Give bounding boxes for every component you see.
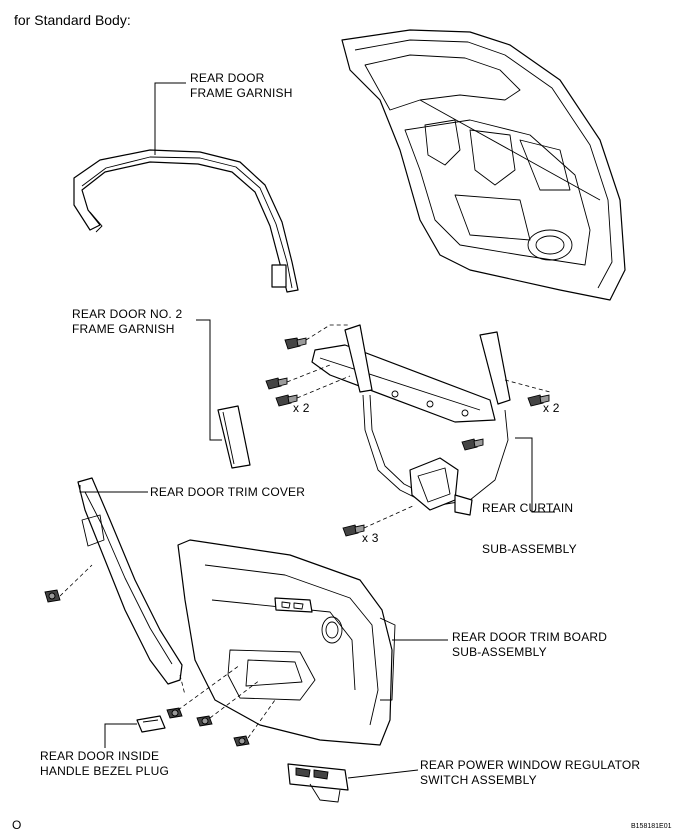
trim-cover-leader [79, 485, 148, 493]
curtain-bolt-center [461, 438, 484, 451]
bezel-plug-label-2: HANDLE BEZEL PLUG [40, 764, 169, 778]
bezel-plug-drawing [136, 715, 166, 733]
curtain-bolt-upper-left [284, 337, 307, 350]
align-line-2 [286, 364, 331, 383]
page-mark: O [12, 818, 22, 832]
frame-garnish-leader [154, 82, 186, 155]
no2-frame-garnish-drawing [217, 405, 251, 469]
trim-board-align-1 [177, 664, 241, 711]
curtain-label-1: REAR CURTAIN [482, 501, 573, 515]
curtain-bolt-mid-left [265, 377, 288, 390]
trim-board-align-3 [247, 699, 276, 739]
bezel-plug-leader [104, 723, 137, 748]
frame-garnish-label-1: REAR DOOR [190, 71, 265, 85]
window-switch-label-1: REAR POWER WINDOW REGULATOR [420, 758, 640, 772]
curtain-bolt-lower-left [275, 394, 298, 407]
align-line-1 [305, 324, 350, 341]
trim-cover-drawing [77, 477, 183, 685]
rear-door-panel-drawing [341, 29, 626, 301]
trim-board-label-1: REAR DOOR TRIM BOARD [452, 630, 607, 644]
align-line-4 [504, 379, 551, 393]
curtain-label-2: SUB-ASSEMBLY [482, 542, 577, 556]
frame-garnish-label-2: FRAME GARNISH [190, 86, 293, 100]
align-line-5 [363, 504, 416, 529]
frame-garnish-drawing [73, 149, 299, 293]
trim-board-clip-2 [196, 715, 213, 727]
qty-right-bolts: x 2 [543, 401, 560, 415]
no2-frame-garnish-leader [196, 319, 222, 441]
window-switch-drawing [287, 763, 349, 803]
window-switch-leader [347, 769, 419, 779]
figure-code: B158181E01 [631, 823, 672, 830]
trim-cover-label: REAR DOOR TRIM COVER [150, 485, 305, 499]
align-line-3 [296, 375, 351, 399]
trim-cover-clip [44, 589, 61, 603]
trim-board-clip-1 [166, 707, 183, 719]
trim-cover-align-2 [179, 674, 186, 696]
window-switch-label-2: SWITCH ASSEMBLY [420, 773, 537, 787]
qty-left-bolts: x 2 [293, 401, 310, 415]
trim-board-label-2: SUB-ASSEMBLY [452, 645, 547, 659]
bezel-plug-label-1: REAR DOOR INSIDE [40, 749, 159, 763]
curtain-bolt-right [527, 394, 550, 407]
trim-board-clip-3 [233, 735, 250, 747]
page-title: for Standard Body: [14, 12, 131, 28]
no2-frame-garnish-label-1: REAR DOOR NO. 2 [72, 307, 182, 321]
curtain-leader [515, 437, 555, 513]
trim-board-drawing [177, 539, 396, 746]
qty-bottom-bolts: x 3 [362, 531, 379, 545]
no2-frame-garnish-label-2: FRAME GARNISH [72, 322, 175, 336]
curtain-bolt-bottom [342, 524, 365, 537]
trim-board-align-2 [209, 679, 261, 719]
trim-cover-align [59, 564, 93, 597]
rear-curtain-drawing [311, 324, 511, 516]
